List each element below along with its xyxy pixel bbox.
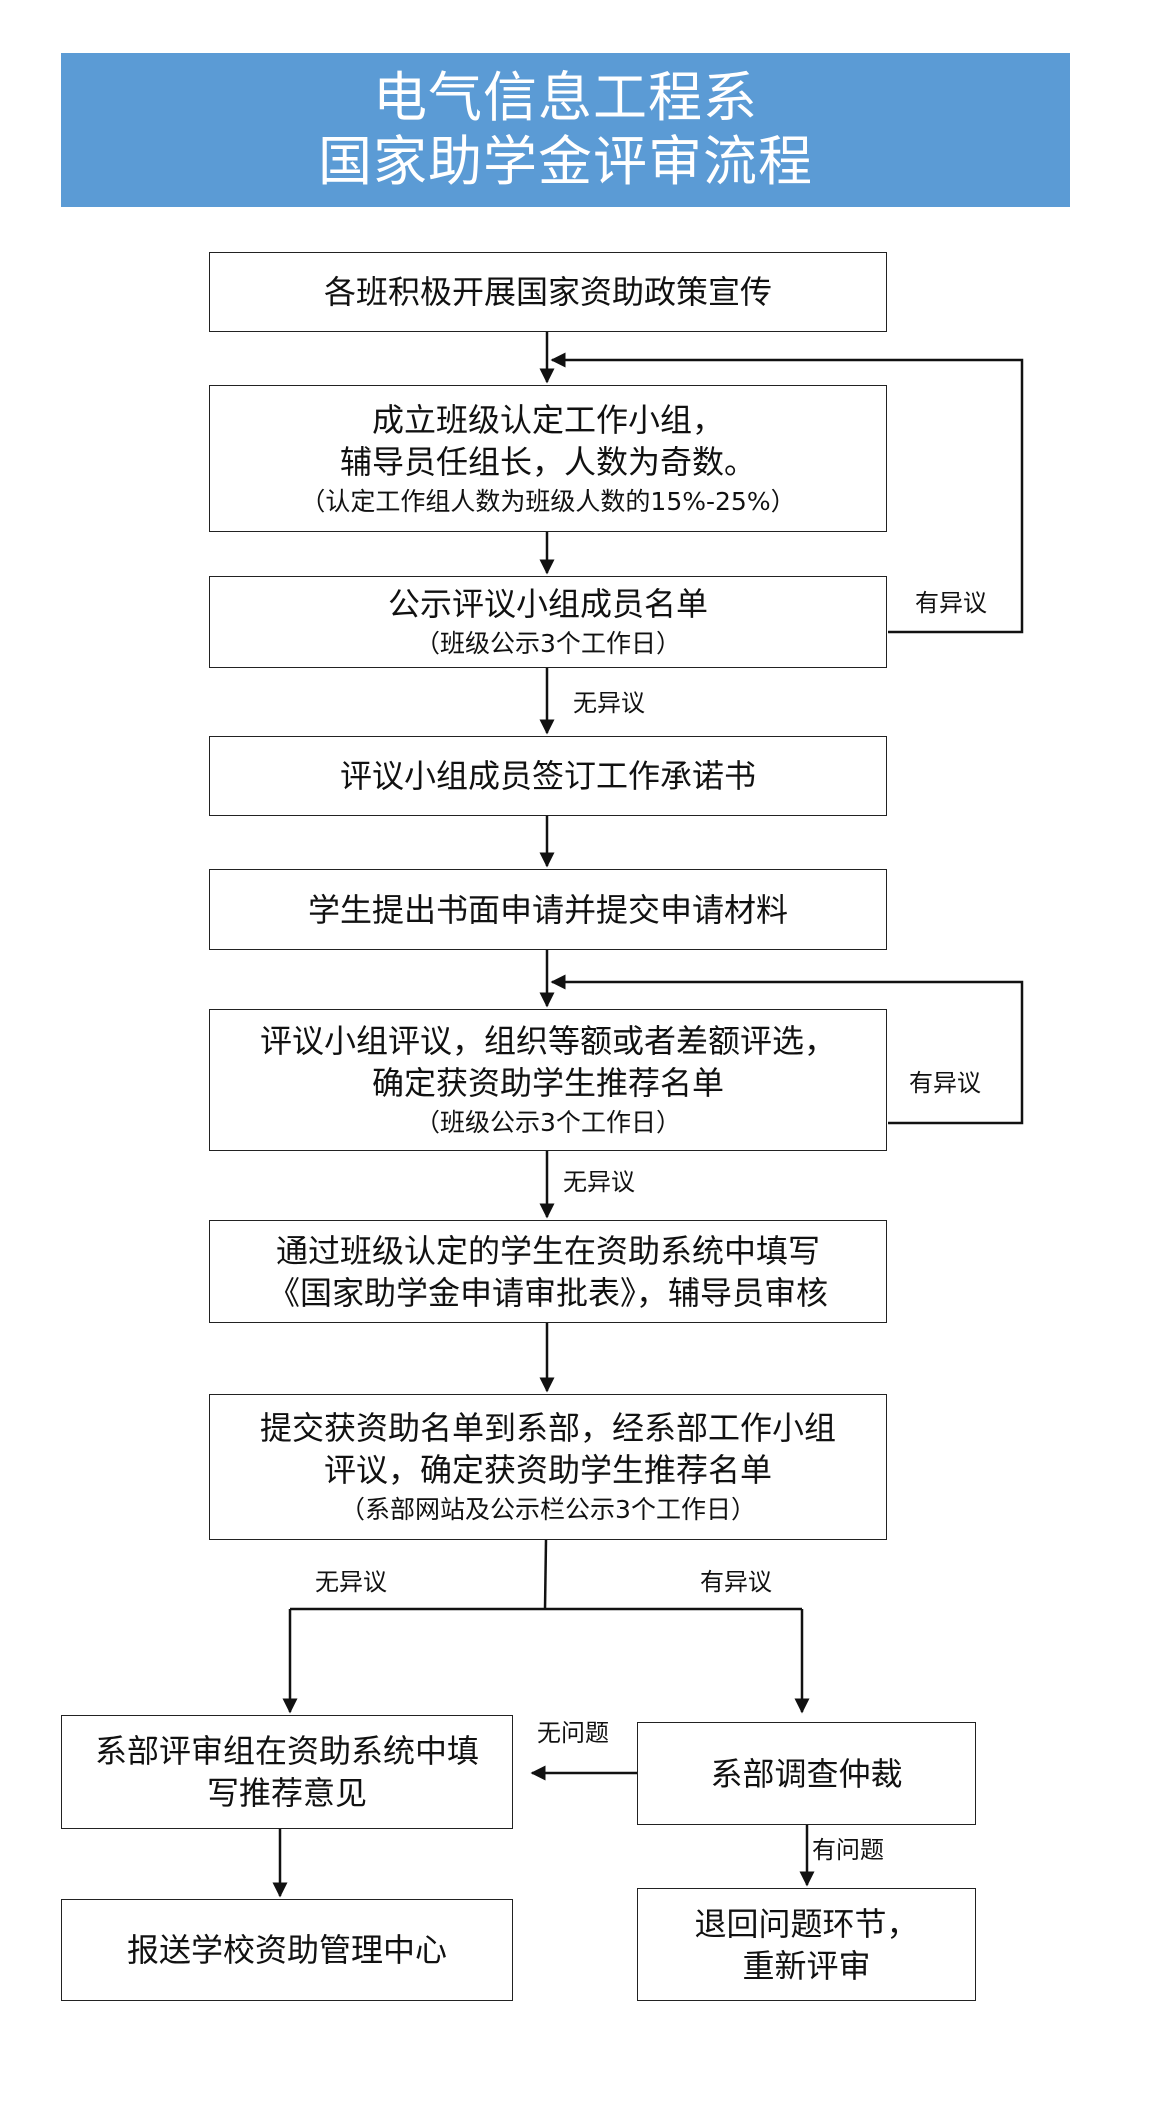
label-no-objection-3: 无异议: [315, 1568, 387, 1596]
step-arbitration: 系部调查仲裁: [637, 1722, 976, 1825]
step-apply-text: 学生提出书面申请并提交申请材料: [307, 890, 788, 929]
step-dept-line-2: 评议，确定获资助学生推荐名单: [323, 1451, 772, 1489]
loop-objection-1: [550, 352, 1024, 634]
step-group-note: （认定工作组人数为班级人数的15%-25%）: [300, 486, 796, 516]
step-arbitration-text: 系部调查仲裁: [710, 1754, 903, 1793]
step-fill-line-1: 通过班级认定的学生在资助系统中填写: [275, 1231, 820, 1270]
step-dept-note: （系部网站及公示栏公示3个工作日）: [340, 1495, 756, 1524]
label-objection-2: 有异议: [909, 1069, 981, 1097]
step-return-rereview: 退回问题环节， 重新评审: [637, 1888, 976, 2001]
split-stem: [543, 1539, 548, 1610]
step-announce-line-1: 公示评议小组成员名单: [387, 585, 708, 623]
step-policy-publicity: 各班积极开展国家资助政策宣传: [209, 252, 887, 332]
step-group-line-2: 辅导员任组长，人数为奇数。: [339, 442, 756, 481]
step-fill-recommendation: 系部评审组在资助系统中填 写推荐意见: [61, 1715, 513, 1829]
step-review-line-1: 评议小组评议，组织等额或者差额评选，: [259, 1022, 836, 1060]
label-no-problem: 无问题: [537, 1719, 609, 1747]
step-report-to-center: 报送学校资助管理中心: [61, 1899, 513, 2001]
step-return-line-1: 退回问题环节，: [694, 1904, 919, 1943]
step-sign-commitment: 评议小组成员签订工作承诺书: [209, 736, 887, 816]
step-publicity-text: 各班积极开展国家资助政策宣传: [323, 273, 772, 311]
step-commitment-text: 评议小组成员签订工作承诺书: [339, 757, 756, 795]
step-review-line-2: 确定获资助学生推荐名单: [371, 1064, 724, 1102]
title-banner: 电气信息工程系 国家助学金评审流程: [61, 53, 1070, 207]
label-has-problem: 有问题: [812, 1836, 884, 1864]
step-department-review: 提交获资助名单到系部，经系部工作小组 评议，确定获资助学生推荐名单 （系部网站及…: [209, 1394, 887, 1540]
step-fill-form: 通过班级认定的学生在资助系统中填写 《国家助学金申请审批表》，辅导员审核: [209, 1220, 887, 1323]
title-line-2: 国家助学金评审流程: [318, 130, 813, 193]
step-fill-line-2: 《国家助学金申请审批表》，辅导员审核: [267, 1273, 828, 1312]
label-no-objection-1: 无异议: [573, 689, 645, 717]
step-review-note: （班级公示3个工作日）: [415, 1108, 681, 1137]
step-dept-line-1: 提交获资助名单到系部，经系部工作小组: [259, 1409, 836, 1447]
label-objection-1: 有异议: [915, 589, 987, 617]
step-return-line-2: 重新评审: [742, 1946, 871, 1985]
label-no-objection-2: 无异议: [563, 1168, 635, 1196]
step-announce-members: 公示评议小组成员名单 （班级公示3个工作日）: [209, 576, 887, 668]
step-submit-application: 学生提出书面申请并提交申请材料: [209, 869, 887, 950]
step-form-group: 成立班级认定工作小组， 辅导员任组长，人数为奇数。 （认定工作组人数为班级人数的…: [209, 385, 887, 532]
title-line-1: 电气信息工程系: [373, 66, 758, 129]
step-report-text: 报送学校资助管理中心: [126, 1931, 447, 1969]
label-objection-3: 有异议: [700, 1568, 772, 1596]
loop-objection-2: [550, 974, 1024, 1125]
step-opinion-line-1: 系部评审组在资助系统中填: [94, 1732, 479, 1770]
step-group-review: 评议小组评议，组织等额或者差额评选， 确定获资助学生推荐名单 （班级公示3个工作…: [209, 1009, 887, 1151]
step-group-line-1: 成立班级认定工作小组，: [371, 400, 724, 439]
step-opinion-line-2: 写推荐意见: [206, 1774, 367, 1812]
step-announce-note: （班级公示3个工作日）: [415, 629, 681, 658]
